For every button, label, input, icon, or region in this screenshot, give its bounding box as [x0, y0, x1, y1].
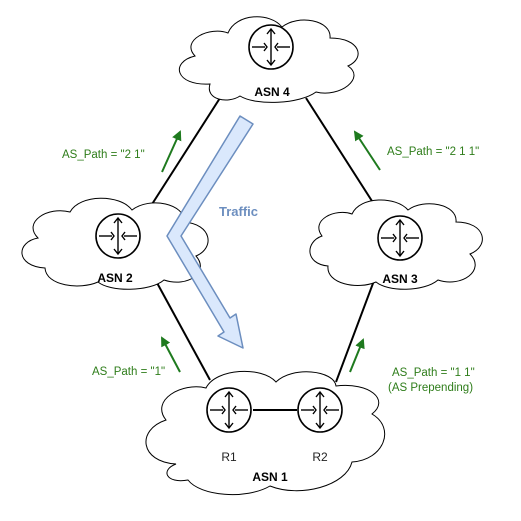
- asn3-label: ASN 3: [382, 272, 418, 286]
- link-asn2-asn1: [149, 269, 211, 381]
- router-icon: [377, 215, 423, 261]
- router-r1-label: R1: [221, 450, 237, 464]
- as-path-arrow-asn3-asn4: [353, 130, 381, 171]
- link-asn2-asn4: [146, 97, 221, 213]
- asn1-cloud: R1 R2 ASN 1: [145, 370, 386, 496]
- traffic-label: Traffic: [219, 204, 258, 219]
- asn1-label: ASN 1: [252, 470, 288, 484]
- traffic-arrow: [166, 115, 254, 349]
- asn4-cloud: ASN 4: [178, 16, 359, 103]
- as-path-arrow-asn1-asn3: [349, 338, 365, 373]
- as-path-arrow-asn2-asn4: [161, 130, 182, 173]
- as-path-label-asn1-asn2: AS_Path = "1": [92, 366, 165, 378]
- link-asn3-asn4: [305, 97, 380, 213]
- router-icon: [95, 213, 141, 259]
- asn4-label: ASN 4: [254, 85, 290, 99]
- as-path-arrow-asn1-asn2: [161, 336, 181, 373]
- asn3-cloud: ASN 3: [309, 199, 483, 290]
- router-icon: [206, 387, 252, 433]
- asn2-label: ASN 2: [97, 271, 133, 285]
- as-prepending-note: (AS Prepending): [388, 382, 473, 394]
- as-path-label-asn2-asn4: AS_Path = "2 1": [62, 149, 145, 161]
- router-icon: [248, 24, 294, 70]
- router-icon: [297, 387, 343, 433]
- as-path-label-asn3-asn4: AS_Path = "2 1 1": [387, 146, 479, 158]
- router-r2-label: R2: [312, 450, 328, 464]
- as-path-label-asn1-asn3: AS_Path = "1 1": [392, 367, 475, 379]
- link-asn3-asn1: [335, 269, 379, 383]
